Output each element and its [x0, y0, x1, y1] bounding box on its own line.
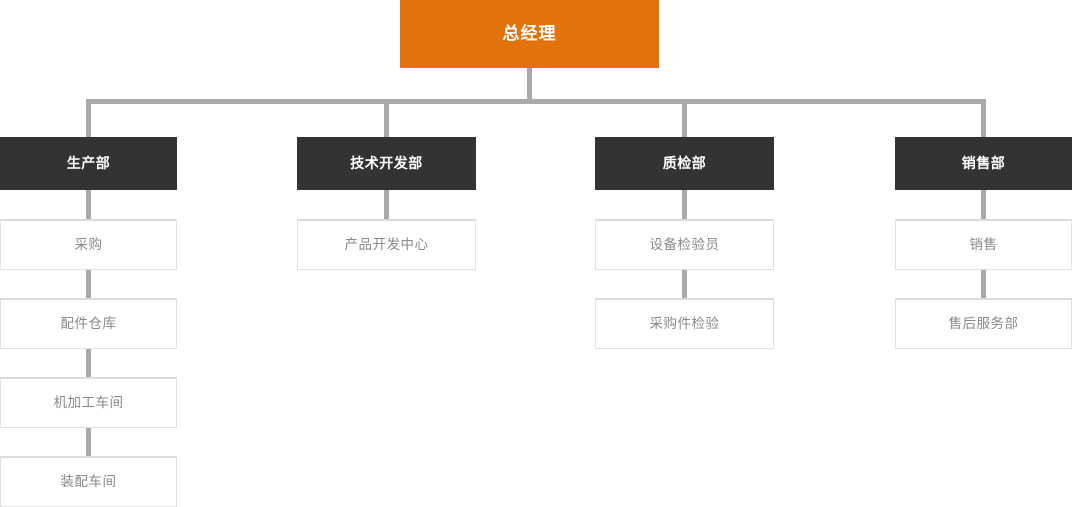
connector-bus-to-dept-4	[981, 99, 986, 139]
org-node-dept-4[interactable]: 销售部	[895, 137, 1072, 190]
org-node-dept-2-label: 技术开发部	[350, 155, 423, 172]
org-node-dept-2-child-1-label: 产品开发中心	[344, 236, 429, 252]
org-node-dept-1-child-4[interactable]: 装配车间	[0, 456, 177, 507]
connector-dept-3-to-child-1	[682, 188, 687, 221]
org-node-dept-3-child-1[interactable]: 设备检验员	[595, 219, 774, 270]
org-node-root[interactable]: 总经理	[400, 0, 659, 68]
org-node-dept-3-child-2-label: 采购件检验	[649, 315, 720, 331]
org-node-dept-1-child-3[interactable]: 机加工车间	[0, 377, 177, 428]
org-node-dept-3-child-1-label: 设备检验员	[649, 236, 720, 252]
org-node-dept-4-child-1-label: 销售	[969, 236, 998, 252]
org-node-dept-3-child-2[interactable]: 采购件检验	[595, 298, 774, 349]
connector-dept-3-to-child-2	[682, 268, 687, 300]
org-node-dept-1-child-2[interactable]: 配件仓库	[0, 298, 177, 349]
org-node-dept-2[interactable]: 技术开发部	[297, 137, 476, 190]
org-node-dept-3[interactable]: 质检部	[595, 137, 774, 190]
connector-dept-4-to-child-2	[981, 268, 986, 300]
connector-root-stem	[527, 68, 532, 104]
org-node-dept-4-child-2-label: 售后服务部	[948, 315, 1019, 331]
connector-dept-1-to-child-1	[86, 188, 91, 221]
org-node-dept-1-child-2-label: 配件仓库	[60, 315, 117, 331]
org-node-dept-4-child-2[interactable]: 售后服务部	[895, 298, 1072, 349]
org-node-dept-3-label: 质检部	[662, 155, 707, 172]
org-node-root-label: 总经理	[502, 23, 557, 43]
org-node-dept-1[interactable]: 生产部	[0, 137, 177, 190]
org-node-dept-2-child-1[interactable]: 产品开发中心	[297, 219, 476, 270]
connector-horizontal-bus	[86, 99, 986, 104]
org-node-dept-1-child-1-label: 采购	[74, 236, 103, 252]
connector-dept-2-to-child-1	[384, 188, 389, 221]
connector-bus-to-dept-1	[86, 99, 91, 139]
org-node-dept-4-child-1[interactable]: 销售	[895, 219, 1072, 270]
connector-bus-to-dept-3	[682, 99, 687, 139]
connector-dept-1-to-child-4	[86, 426, 91, 458]
org-node-dept-1-label: 生产部	[66, 155, 111, 172]
connector-bus-to-dept-2	[384, 99, 389, 139]
connector-dept-1-to-child-3	[86, 347, 91, 379]
org-node-dept-1-child-3-label: 机加工车间	[53, 394, 124, 410]
connector-dept-1-to-child-2	[86, 268, 91, 300]
connector-dept-4-to-child-1	[981, 188, 986, 221]
org-node-dept-4-label: 销售部	[961, 155, 1006, 172]
org-node-dept-1-child-4-label: 装配车间	[60, 473, 117, 489]
org-node-dept-1-child-1[interactable]: 采购	[0, 219, 177, 270]
